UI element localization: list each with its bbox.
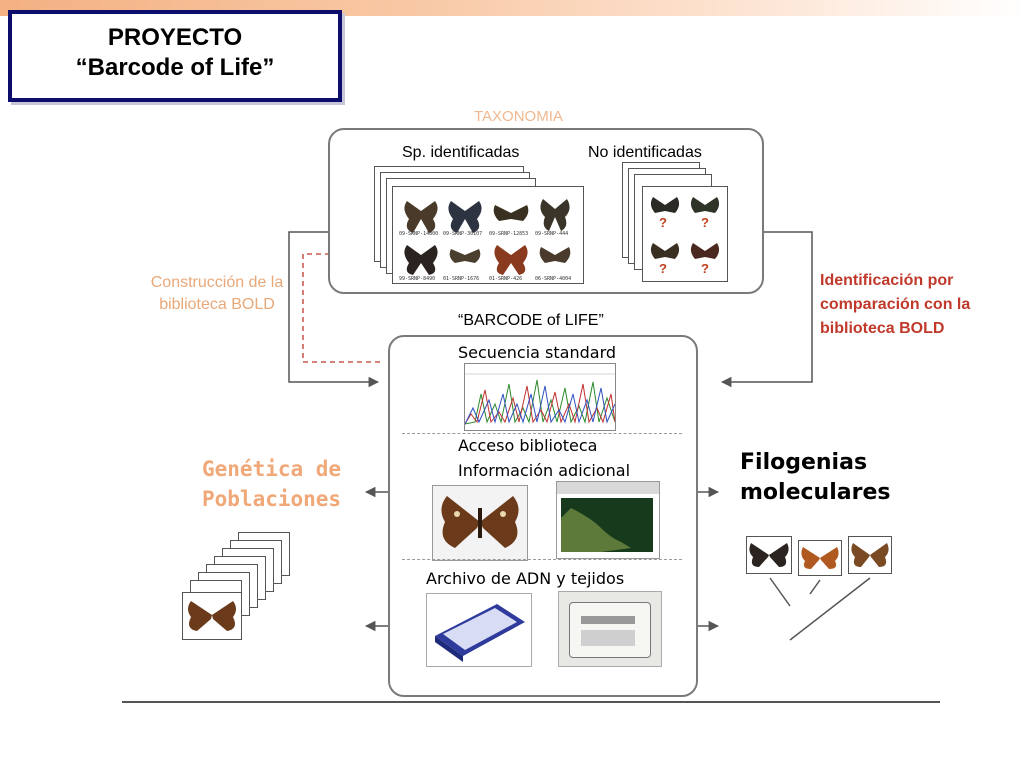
library-construction-line-1: Construcción de la [150,274,284,291]
specimen-code: 99-SRNP-8490 [399,276,436,282]
identification-label: Identificación por comparación con la bi… [820,269,970,341]
population-genetics-line-2: Poblaciones [202,487,342,511]
title-line-2: “Barcode of Life” [75,54,275,81]
standard-sequence-label: Secuencia standard [458,343,617,362]
population-genetics-line-1: Genética de [202,457,342,481]
unknown-mark: ? [701,261,709,276]
additional-info-label: Información adicional [458,461,631,480]
barcode-panel: Secuencia standard Acceso biblioteca Inf… [388,335,698,697]
phylogeny-specimen [746,536,792,574]
specimen-photo [432,485,528,561]
map-screenshot [556,481,660,559]
phylogenetic-tree [746,536,896,646]
specimen-code: 09-SRNP-12853 [489,231,529,237]
butterfly-photo-graphic [441,496,519,548]
library-access-block: Acceso biblioteca Información adicional [458,433,630,483]
library-access-label: Acceso biblioteca [458,436,598,455]
phylogenies-line-1: Filogenias [740,450,868,475]
phylogeny-specimen [798,540,842,576]
identification-line-1: Identificación por [820,272,954,289]
chromatogram-image [464,363,616,431]
specimen-code: 09-SRNP-14800 [399,231,439,237]
map-land-graphic [561,508,631,552]
section-divider [402,433,682,434]
unidentified-butterflies-graphic [650,197,720,259]
specimen-code: 09-SRNP-444 [535,231,569,237]
dna-plate-image [426,593,532,667]
dna-plate-graphic [435,604,525,662]
taxonomy-heading: TAXONOMIA [474,108,563,125]
chromatogram-graphic [464,373,616,425]
population-specimen-stack [178,532,318,644]
tissue-storage-image [558,591,662,667]
title-box: PROYECTO “Barcode of Life” [8,10,342,102]
unknown-mark: ? [659,261,667,276]
population-butterfly-graphic [188,601,236,631]
taxonomy-panel: Sp. identificadas No identificadas 09-SR… [328,128,764,294]
identified-butterflies-graphic [404,199,571,275]
unidentified-species-label: No identificadas [588,144,702,161]
identified-species-label: Sp. identificadas [402,144,520,161]
identification-line-2: comparación con la [820,296,971,313]
unknown-mark: ? [701,215,709,230]
phylogenies-line-2: moleculares [740,480,891,505]
phylogeny-specimen [848,536,892,574]
specimen-code: 01-SRNP-1676 [443,276,480,282]
specimen-code: 01-SRNP-426 [489,276,523,282]
unknown-mark: ? [659,215,667,230]
section-divider [402,559,682,560]
library-construction-label: Construcción de la biblioteca BOLD [128,272,306,316]
library-construction-line-2: biblioteca BOLD [159,296,275,313]
population-card-front [182,592,242,640]
phylogenies-title: Filogenias moleculares [740,448,890,508]
population-genetics-title: Genética de Poblaciones [202,454,341,514]
specimen-code: 06-SRNP-4004 [535,276,572,282]
dna-archive-label: Archivo de ADN y tejidos [426,569,625,588]
barcode-heading: “BARCODE of LIFE” [458,312,604,329]
title-line-1: PROYECTO [107,24,243,51]
tree-branches [769,577,871,641]
specimen-code: 09-SRNP-30107 [443,231,483,237]
identification-line-3: biblioteca BOLD [820,320,945,337]
unidentified-specimen-sheet: ? ? ? ? [642,186,728,282]
identified-specimen-sheet: 09-SRNP-14800 09-SRNP-30107 09-SRNP-1285… [392,186,584,284]
